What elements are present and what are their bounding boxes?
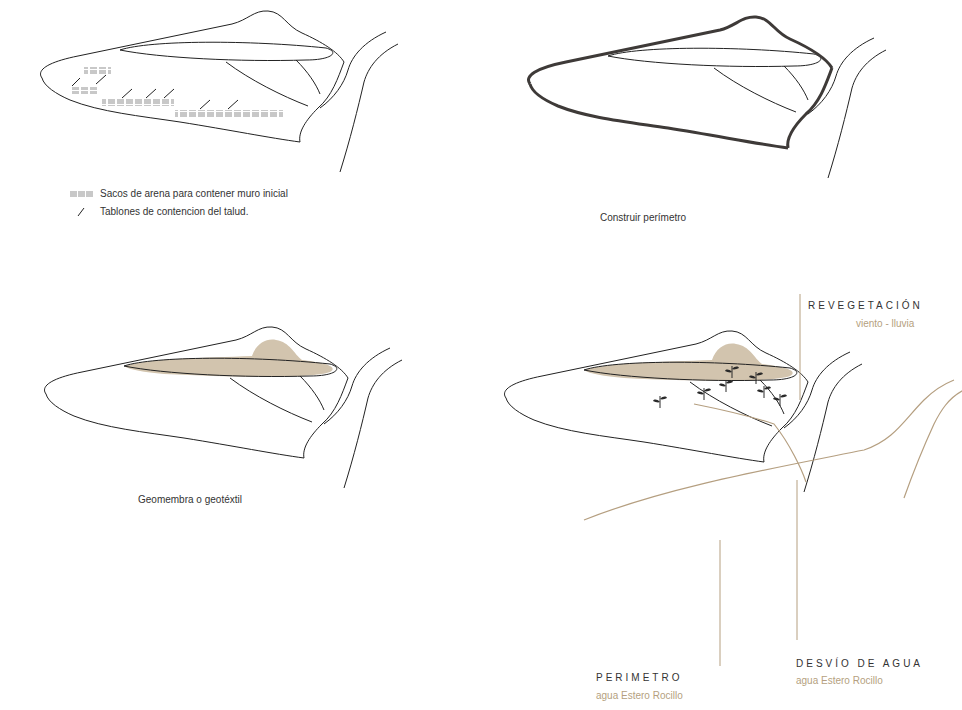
legend-row: Sacos de arena para contener muro inicia…: [70, 188, 288, 199]
legend-text: Sacos de arena para contener muro inicia…: [100, 188, 288, 199]
legend-row: Tablones de contencion del talud.: [70, 206, 248, 217]
callout-subtitle: agua Estero Rocillo: [796, 675, 883, 687]
callout-title: DESVÍO DE AGUA: [796, 658, 923, 670]
callout-subtitle: agua Estero Rocillo: [596, 690, 683, 702]
legend-line-sample: [70, 207, 94, 217]
callout-subtitle: viento - lluvia: [856, 318, 914, 330]
step-label: Geomembra o geotéxtil: [138, 494, 242, 506]
callout-title: PERIMETRO: [596, 672, 682, 684]
legend-text: Tablones de contencion del talud.: [100, 206, 248, 217]
step-label: Construir perímetro: [600, 212, 686, 224]
legend-swatch: [70, 191, 94, 197]
callout-title: REVEGETACIÓN: [808, 300, 923, 312]
